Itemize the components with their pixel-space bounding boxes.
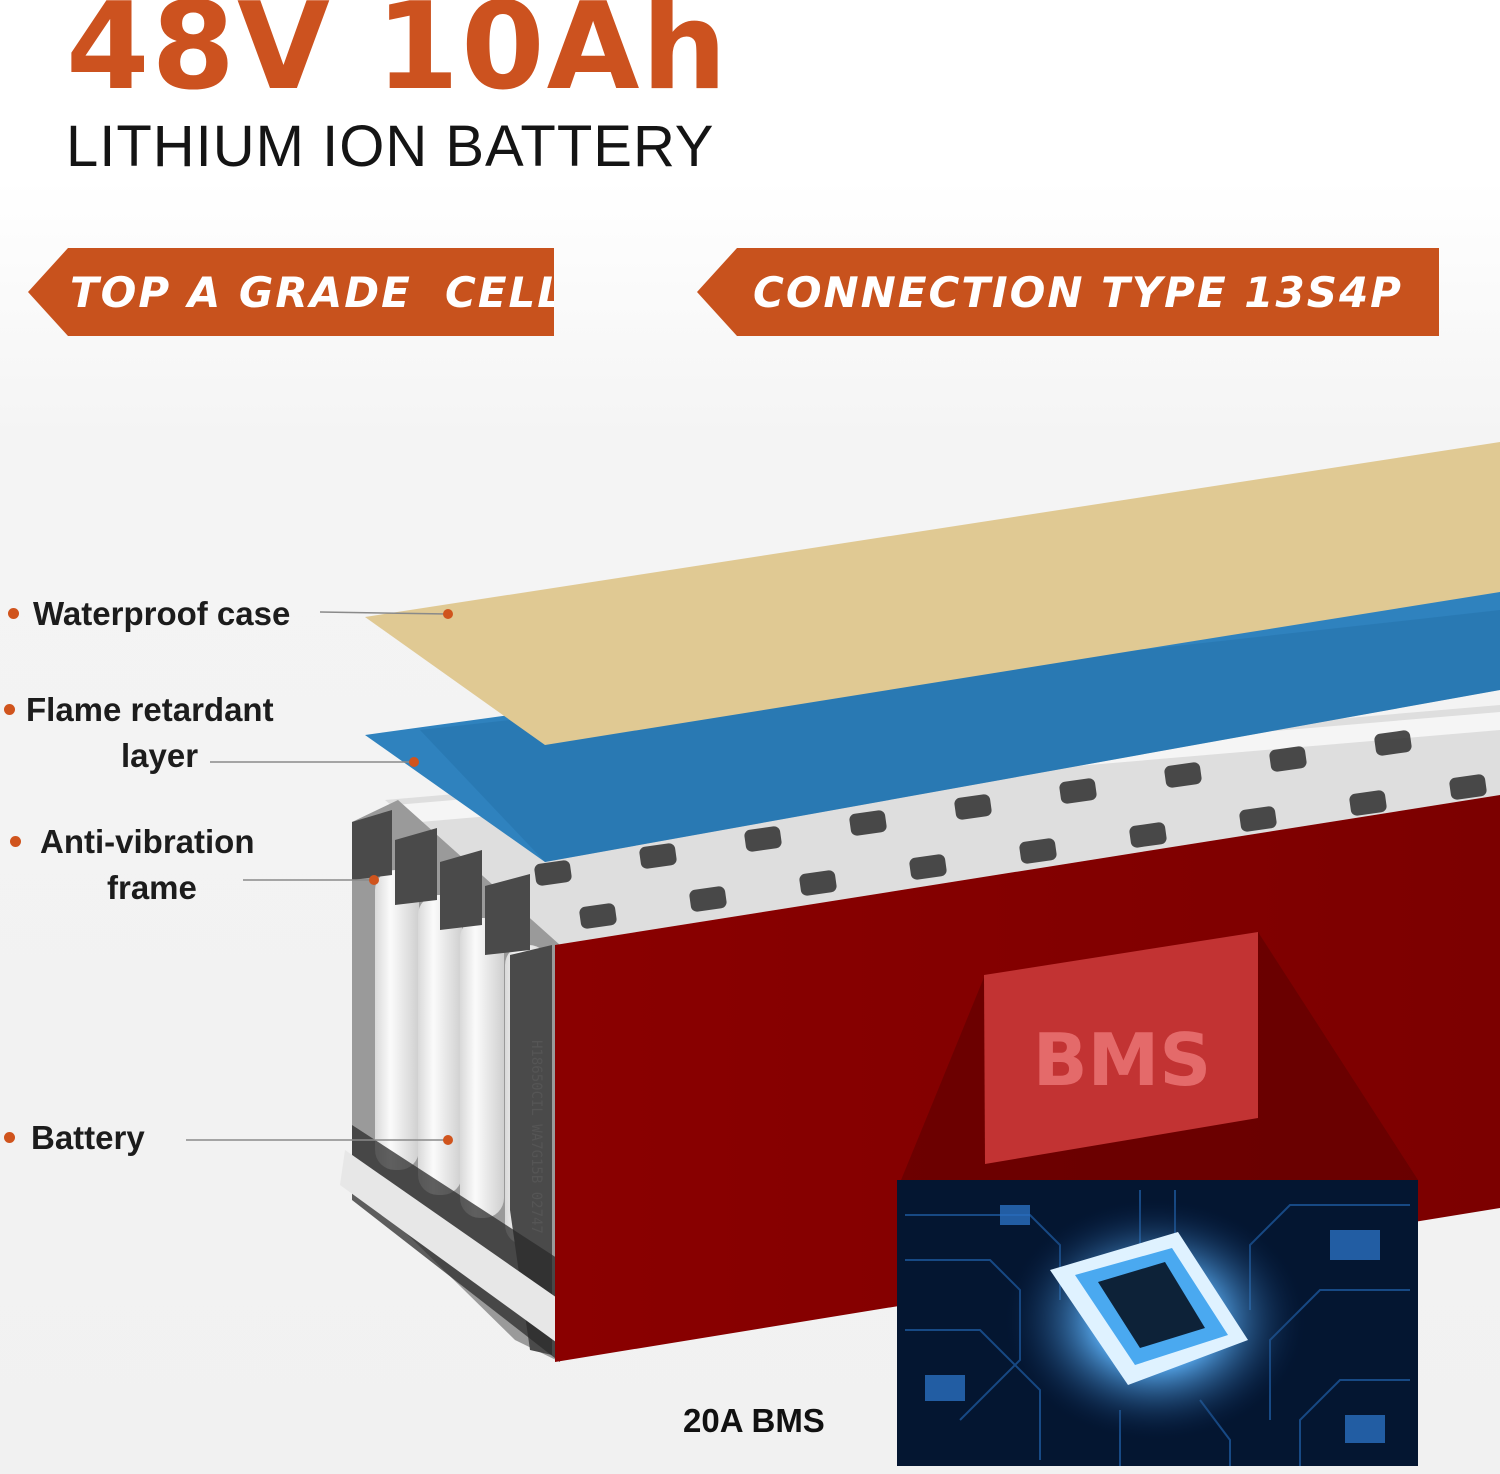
label-flame-retardant-1: Flame retardant	[26, 691, 274, 728]
banner-cell-grade-label: TOP A GRADE CELL	[70, 267, 567, 317]
waterproof-case-sheet	[365, 442, 1500, 745]
cell-print-text: H18650CIL WA7G15B 02747	[528, 1040, 544, 1234]
flame-retardant-sheet	[365, 578, 1500, 862]
label-flame-retardant-2: layer	[121, 737, 199, 774]
banner-cell-grade: TOP A GRADE CELL	[28, 248, 554, 336]
bullet-dot	[10, 836, 21, 847]
banner-connection-type: CONNECTION TYPE 13S4P	[697, 248, 1439, 336]
product-subtitle: LITHIUM ION BATTERY	[66, 114, 715, 179]
bms-tag: BMS	[984, 932, 1258, 1164]
bms-circuit-image	[897, 1180, 1418, 1466]
banner-connection-type-label: CONNECTION TYPE 13S4P	[753, 267, 1403, 317]
label-anti-vibration-1: Anti-vibration	[40, 823, 255, 860]
bullet-dot	[8, 608, 19, 619]
bullet-dot	[4, 704, 15, 715]
bms-tag-text: BMS	[1033, 1018, 1211, 1102]
leader-lines	[186, 611, 449, 1141]
label-waterproof-case: Waterproof case	[33, 595, 291, 632]
label-battery: Battery	[31, 1119, 145, 1156]
label-anti-vibration-2: frame	[107, 869, 197, 906]
leader-end-dots	[369, 609, 453, 1145]
bms-caption: 20A BMS	[683, 1402, 825, 1439]
bullet-dot	[4, 1132, 15, 1143]
product-title: 48V 10Ah	[66, 0, 729, 117]
pack-end-face: H18650CIL WA7G15B 02747	[340, 800, 560, 1362]
